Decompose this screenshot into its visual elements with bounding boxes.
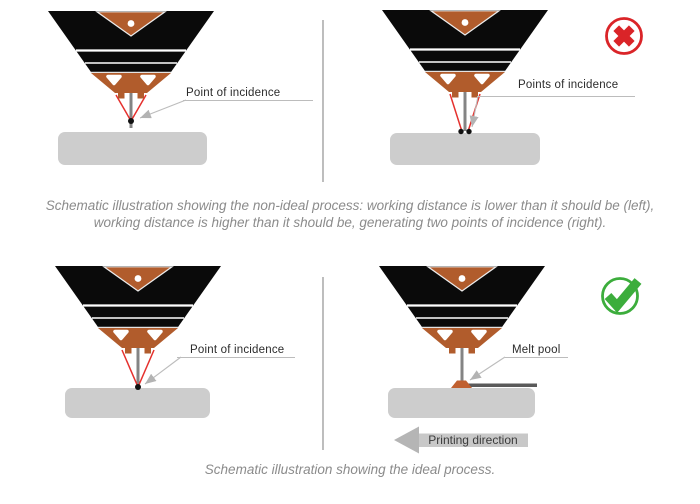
- substrate-top-left: [58, 132, 207, 165]
- laser-beams-bottom-left: [121, 349, 155, 388]
- incidence-point-left-top-right: [458, 128, 464, 135]
- nozzle-bottom-right: [377, 264, 547, 356]
- melt-pool: [451, 380, 472, 388]
- deposited-track: [467, 383, 537, 387]
- incidence-point-bottom-left: [135, 384, 141, 390]
- success-check-icon: [601, 277, 642, 315]
- nozzle-bottom-left: [53, 264, 223, 356]
- label-melt-pool: Melt pool: [512, 344, 561, 356]
- leader-line-top-right: [469, 95, 479, 128]
- incidence-point-top-left: [128, 118, 134, 124]
- substrate-bottom-right: [388, 388, 535, 418]
- printing-direction-arrow: [394, 426, 528, 454]
- caption-non-ideal-line2: working distance is higher than it shoul…: [93, 215, 607, 230]
- leader-line-bottom-left: [144, 356, 182, 385]
- label-points-of-incidence-top-right: Points of incidence: [518, 79, 619, 91]
- incidence-point-right-top-right: [466, 128, 472, 135]
- annotation-leaders: [139, 95, 635, 385]
- leader-line-bottom-right: [469, 356, 506, 381]
- label-point-of-incidence-bottom-left: Point of incidence: [190, 344, 285, 356]
- caption-non-ideal: Schematic illustration showing the non-i…: [0, 197, 700, 231]
- label-point-of-incidence-top-left: Point of incidence: [186, 87, 281, 99]
- caption-non-ideal-line1: Schematic illustration showing the non-i…: [45, 198, 655, 213]
- substrate-top-right: [390, 133, 540, 165]
- leader-line-top-left: [139, 99, 187, 119]
- printing-direction-label: Printing direction: [428, 433, 518, 447]
- nozzle-top-left: [46, 9, 216, 101]
- caption-ideal: Schematic illustration showing the ideal…: [204, 462, 496, 477]
- substrate-bottom-left: [65, 388, 210, 418]
- error-cross-icon: [605, 17, 643, 55]
- laser-beams-top-left: [115, 94, 147, 122]
